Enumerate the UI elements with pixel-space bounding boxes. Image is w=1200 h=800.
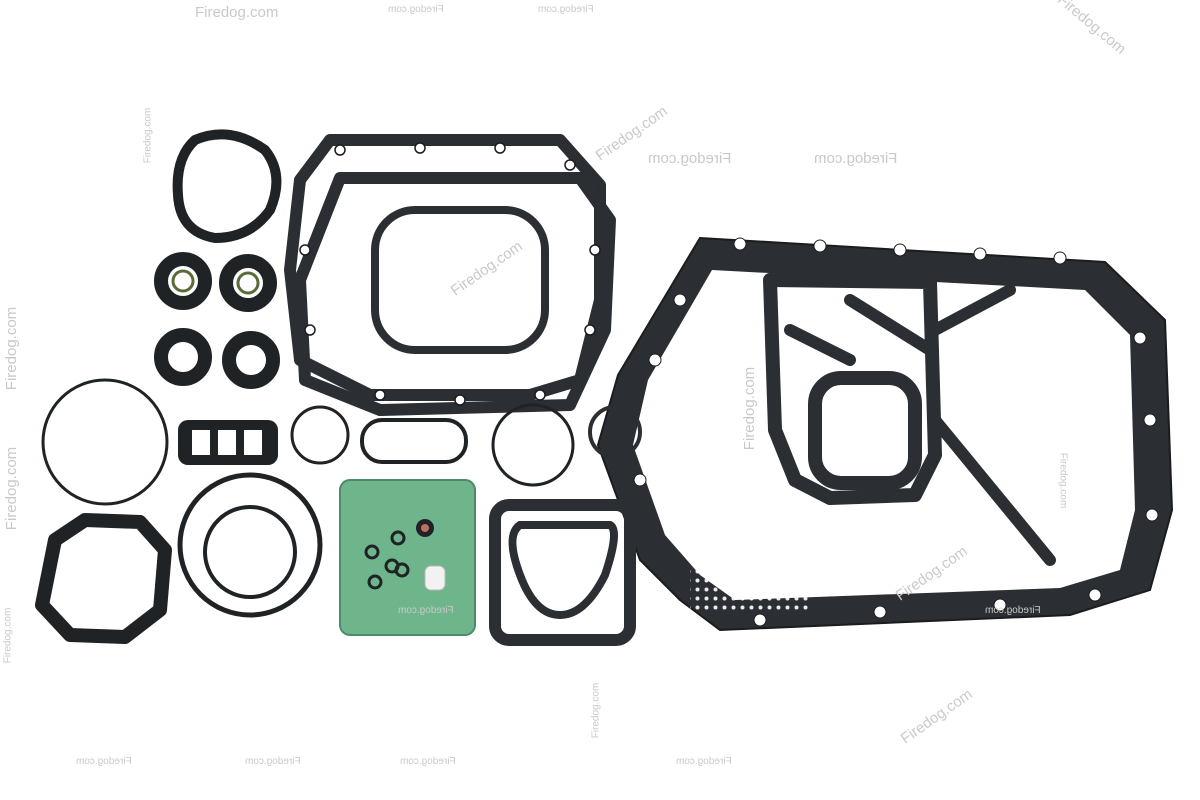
watermark-text-mirrored: Firedog.com — [814, 150, 898, 167]
watermark-text-vertical: Firedog.com — [741, 366, 759, 451]
watermark-text-mirrored: Firedog.com — [388, 4, 444, 15]
rubber-seals — [35, 129, 282, 644]
watermark-text-vertical: Firedog.com — [1057, 452, 1069, 509]
watermark-text-vertical: Firedog.com — [2, 607, 14, 664]
large-plate-gasket — [588, 236, 1174, 632]
watermark-text-mirrored: Firedog.com — [76, 756, 132, 767]
o-rings — [41, 378, 575, 618]
watermark-text-vertical: Firedog.com — [3, 306, 21, 391]
watermark-text-mirrored: Firedog.com — [985, 605, 1041, 616]
watermark-text-mirrored: Firedog.com — [400, 756, 456, 767]
watermark-text-mirrored: Firedog.com — [538, 4, 594, 15]
green-gasket — [339, 479, 476, 636]
watermark-text-mirrored: Firedog.com — [398, 605, 454, 616]
watermark-text-vertical: Firedog.com — [590, 682, 602, 739]
triangle-gasket — [489, 499, 636, 646]
watermark-text-mirrored: Firedog.com — [245, 756, 301, 767]
double-plate-gasket — [284, 134, 616, 416]
watermark-text-vertical: Firedog.com — [142, 107, 154, 164]
watermark-text-mirrored: Firedog.com — [648, 150, 732, 167]
watermark-text-mirrored: Firedog.com — [676, 756, 732, 767]
watermark-text: Firedog.com — [195, 4, 279, 21]
watermark-text-vertical: Firedog.com — [3, 446, 21, 531]
